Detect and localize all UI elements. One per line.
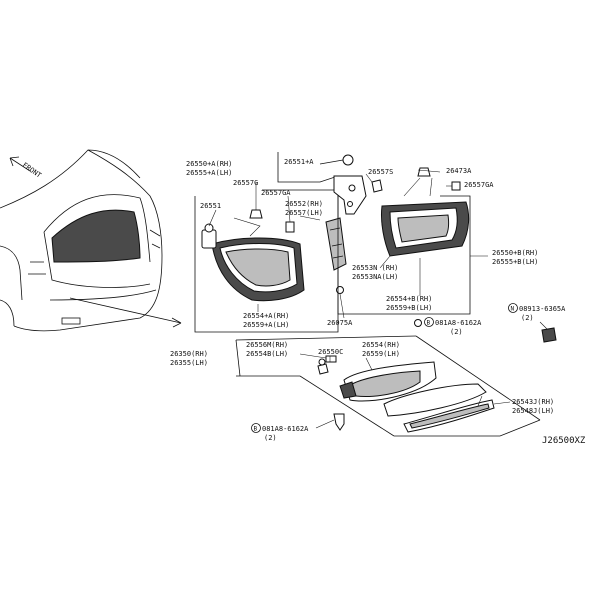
socket-26556m	[325, 355, 337, 363]
label-26552: 26552(RH)	[285, 200, 323, 208]
label-26550c: 26550C	[318, 348, 343, 356]
label-26559: 26559(LH)	[362, 350, 400, 358]
label-26559b: 26559+B(LH)	[386, 304, 432, 312]
nut-08913-6365a	[541, 327, 557, 343]
label-nut-code: 08913-6365A	[519, 305, 566, 313]
label-nut-qty: (2)	[521, 314, 534, 322]
clip-26557ga-left	[285, 221, 295, 233]
lower-lamp-group: 26350(RH) 26355(LH) 26556M(RH) 26554B(LH…	[170, 335, 554, 437]
reflector-26543j	[383, 383, 487, 417]
bolt-bottom-callout: B 081A8-6162A (2)	[251, 413, 345, 442]
label-bolt-bottom-qty: (2)	[264, 434, 277, 442]
label-26551: 26551	[200, 202, 221, 210]
label-26473a: 26473A	[446, 167, 472, 175]
label-26553na: 26553NA(LH)	[352, 273, 398, 281]
left-lamp-group: 26550+A(RH) 26555+A(LH) 26557G 26557GA 2…	[186, 160, 353, 333]
clip-26557s	[371, 179, 383, 193]
lamp-gasket-group	[325, 217, 347, 271]
screw-26075a	[336, 286, 344, 294]
bolt-top-callout: B 081A8-6162A (2)	[414, 317, 482, 336]
nut-symbol: N	[511, 306, 515, 313]
front-arrow: FRONT	[9, 156, 43, 180]
right-lamp-group: 26551+A 26557S 26473A 26557GA 26553N (RH…	[277, 152, 538, 315]
bolt-081a8-6162a	[333, 413, 345, 431]
label-26075a: 26075A	[327, 319, 353, 327]
label-26554b: 26554+B(RH)	[386, 295, 432, 303]
label-26550a: 26550+A(RH)	[186, 160, 232, 168]
label-bolt-top-code: 081A8-6162A	[435, 319, 482, 327]
rear-window	[51, 209, 141, 263]
label-26554: 26554(RH)	[362, 341, 400, 349]
bulb-26550c	[317, 363, 329, 375]
label-26543j: 26543J(RH)	[512, 398, 554, 406]
bolt-bottom-symbol: B	[254, 426, 258, 433]
bulb-socket-26551	[201, 229, 217, 249]
diagram-code: J26500XZ	[542, 436, 586, 446]
clip-26557ga-right	[451, 181, 461, 191]
lamp-gasket-26552	[325, 217, 347, 271]
label-26557ga-right: 26557GA	[464, 181, 494, 189]
label-26557: 26557(LH)	[285, 209, 323, 217]
label-26553n: 26553N (RH)	[352, 264, 398, 272]
label-26550b: 26550+B(RH)	[492, 249, 538, 257]
label-26551a: 26551+A	[284, 158, 314, 166]
label-26556m: 26556M(RH)	[246, 341, 288, 349]
label-26548j: 26548J(LH)	[512, 407, 554, 415]
nut-callout: N 08913-6365A (2)	[508, 303, 566, 343]
label-26355: 26355(LH)	[170, 359, 208, 367]
label-26555a: 26555+A(LH)	[186, 169, 232, 177]
label-26554b-lower: 26554B(LH)	[246, 350, 288, 358]
bolt-top-symbol: B	[427, 320, 431, 327]
label-26350: 26350(RH)	[170, 350, 208, 358]
label-26557g: 26557G	[233, 179, 258, 187]
label-26557s: 26557S	[368, 168, 393, 176]
bracket-26551a	[333, 175, 367, 215]
label-bolt-bottom-code: 081A8-6162A	[262, 425, 309, 433]
label-26557ga-left: 26557GA	[261, 189, 291, 197]
front-label: FRONT	[21, 161, 43, 180]
vehicle-rear-illustration	[0, 149, 182, 332]
clip-26557g	[249, 209, 263, 219]
label-26554a: 26554+A(RH)	[243, 312, 289, 320]
label-26559a: 26559+A(LH)	[243, 321, 289, 329]
label-bolt-top-qty: (2)	[450, 328, 463, 336]
label-26555b: 26555+B(LH)	[492, 258, 538, 266]
nut-26473a	[417, 167, 431, 177]
